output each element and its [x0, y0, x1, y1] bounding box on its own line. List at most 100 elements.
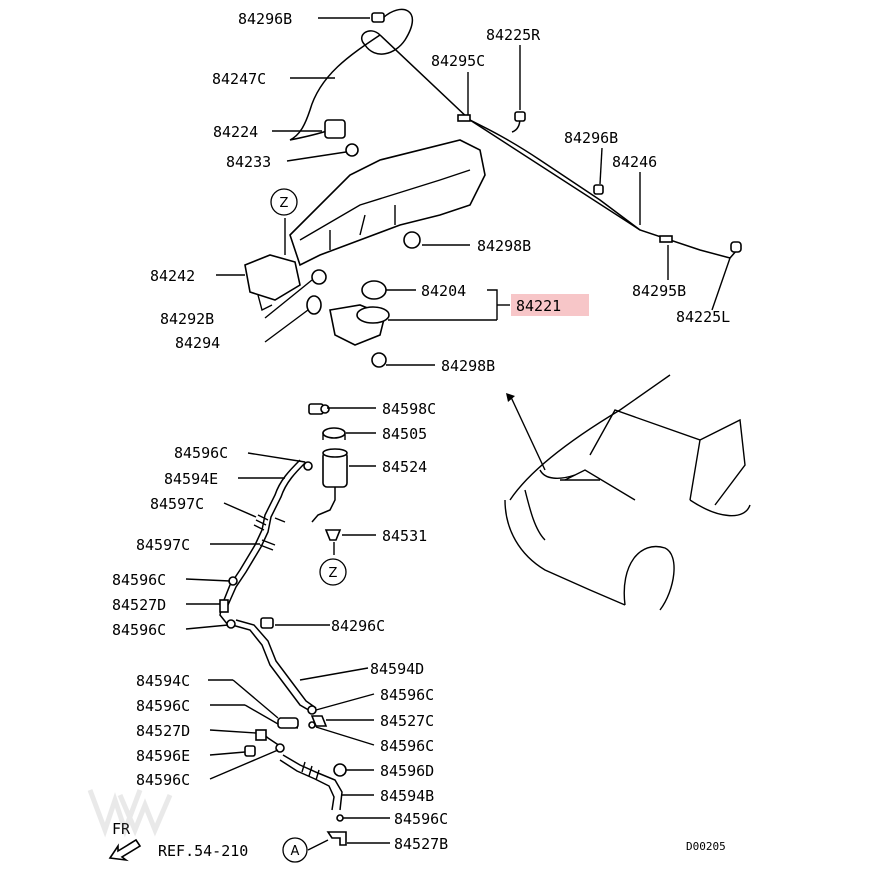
bolt-84298b-top [403, 231, 421, 249]
label-84596c-1: 84596C [174, 444, 228, 462]
grommet-84294 [306, 295, 322, 315]
reservoir-bracket [244, 254, 301, 301]
label-84527d-2: 84527D [136, 722, 190, 740]
protector-84597c-1 [253, 514, 286, 531]
joint-84295c [457, 114, 471, 122]
ref-label: REF.54-210 [158, 842, 248, 860]
marker-z-bottom [319, 558, 347, 586]
cap-84505 [322, 427, 346, 439]
label-84527c: 84527C [380, 712, 434, 730]
pump-cap-84204 [361, 280, 387, 300]
clip-84596e [244, 745, 256, 757]
reservoir-tank [289, 139, 486, 267]
label-84596c-5: 84596C [136, 771, 190, 789]
hose-84594b [282, 754, 343, 811]
label-84524: 84524 [382, 458, 427, 476]
label-84247c: 84247C [212, 70, 266, 88]
reservoir-84524-tube [311, 487, 336, 523]
group-highlight [511, 294, 589, 316]
label-84294: 84294 [175, 334, 220, 352]
joint-84527d-1 [219, 599, 229, 613]
label-84224: 84224 [213, 123, 258, 141]
joint-84527d-2 [255, 729, 267, 741]
clip-84296b [593, 184, 604, 195]
washer-hose-84246 [469, 119, 641, 231]
hose-84594b-b [279, 759, 335, 811]
connector-84598c-b [320, 404, 330, 414]
leaders-lower [185, 407, 390, 851]
tank-bracket-lower [257, 294, 273, 312]
label-84246: 84246 [612, 153, 657, 171]
label-84594b: 84594B [380, 787, 434, 805]
label-84531: 84531 [382, 527, 427, 545]
pump-body-top [356, 306, 390, 324]
label-84596c-3: 84596C [112, 621, 166, 639]
label-84597c-1: 84597C [150, 495, 204, 513]
nozzle-84225r [514, 111, 526, 122]
watermark-logo [87, 789, 173, 838]
nozzle-84225l [730, 241, 742, 253]
leaders-upper [216, 17, 731, 366]
washer-hose-84247c-b [289, 34, 381, 141]
fr-label: FR [112, 820, 131, 838]
label-84225l: 84225L [676, 308, 730, 326]
cap-84233 [345, 143, 359, 157]
reservoir-tank-ridge [299, 169, 471, 250]
label-84597c-2: 84597C [136, 536, 190, 554]
label-84233: 84233 [226, 153, 271, 171]
connector-84224 [324, 119, 346, 139]
marker-a-label: A [291, 844, 300, 859]
label-84594e: 84594E [164, 470, 218, 488]
clip-84596c-r2 [308, 721, 316, 729]
reservoir-84524-top [322, 448, 348, 458]
label-84527b: 84527B [394, 835, 448, 853]
marker-z-top-label: Z [280, 196, 289, 211]
fr-arrow [108, 838, 142, 862]
marker-a [282, 837, 308, 863]
hose-84594e [219, 459, 301, 626]
cap-84505-side [322, 433, 346, 440]
clip-84596c-r3 [336, 814, 344, 822]
hose-84594e-b [227, 461, 307, 606]
label-84596c-2: 84596C [112, 571, 166, 589]
label-84596d: 84596D [380, 762, 434, 780]
label-84292b: 84292B [160, 310, 214, 328]
label-84594c: 84594C [136, 672, 190, 690]
joint-84594c-end [277, 717, 299, 729]
label-84594d: 84594D [370, 660, 424, 678]
cap-84292b [311, 269, 327, 285]
label-84242: 84242 [150, 267, 195, 285]
label-84596c-r3: 84596C [394, 810, 448, 828]
washer-hose-84247c [360, 8, 738, 259]
clip-84596c-2 [228, 576, 238, 586]
protector-84594b [301, 761, 320, 781]
hose-84594d [231, 624, 313, 713]
label-84295c: 84295C [431, 52, 485, 70]
marker-z-top [270, 188, 298, 216]
label-84505: 84505 [382, 425, 427, 443]
label-84596e: 84596E [136, 747, 190, 765]
label-84596c-4: 84596C [136, 697, 190, 715]
clip-84596c-1 [303, 461, 313, 471]
label-84225r: 84225R [486, 26, 541, 44]
clip-84596c-4 [307, 705, 317, 715]
bolt-84298b-bot [371, 352, 387, 368]
hose-84594d-b [235, 619, 317, 709]
label-84298b-top: 84298B [477, 237, 531, 255]
nozzle-84296b [371, 12, 385, 23]
joint-84527b [326, 831, 347, 846]
label-84204: 84204 [421, 282, 466, 300]
clip-84596c-3 [226, 619, 236, 629]
label-84596c-r2: 84596C [380, 737, 434, 755]
grommet-84531 [324, 529, 342, 541]
label-84527d-1: 84527D [112, 596, 166, 614]
protector-84597c-2 [259, 539, 276, 551]
label-84296b-top: 84296B [238, 10, 292, 28]
drawing-id: D00205 [686, 840, 726, 853]
marker-z-bottom-label: Z [329, 566, 338, 581]
vehicle-outline [504, 374, 751, 611]
label-84296b-mid: 84296B [564, 129, 618, 147]
label-84296c: 84296C [331, 617, 385, 635]
label-84596c-r1: 84596C [380, 686, 434, 704]
clip-84296c [260, 617, 274, 629]
